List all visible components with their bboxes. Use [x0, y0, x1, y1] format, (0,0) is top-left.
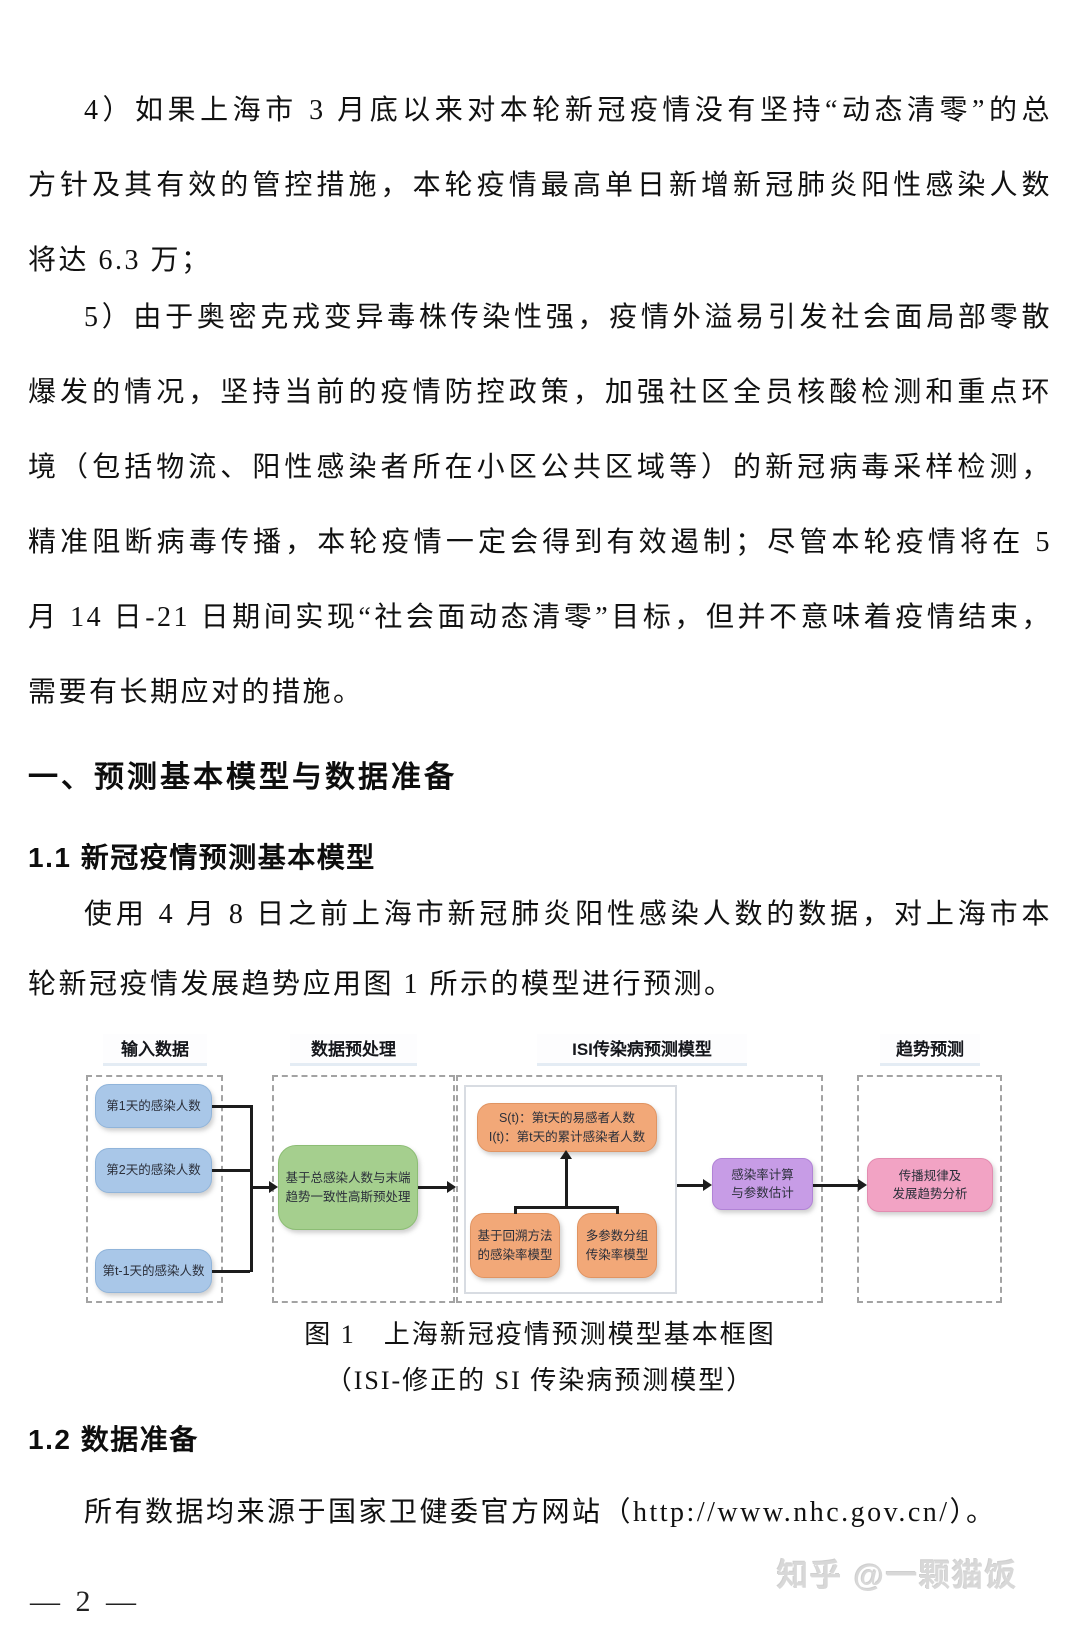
text-line: 所有数据均来源于国家卫健委官方网站（http://www.nhc.gov.cn/…: [84, 1497, 997, 1528]
arrow-right-icon: [703, 1179, 712, 1191]
paragraph-5: 5）由于奥密克戎变异毒株传染性强，疫情外溢易引发社会面局部零散 爆发的情况，坚持…: [28, 280, 1052, 730]
input-day-t1-box: 第t-1天的感染人数: [95, 1249, 212, 1293]
text-line: 精准阻断病毒传播，本轮疫情一定会得到有效遏制；尽管本轮疫情将在 5: [28, 527, 1052, 558]
box-label-line: 传播规律及: [898, 1168, 962, 1183]
text-line: 爆发的情况，坚持当前的疫情防控政策，加强社区全员核酸检测和重点环: [28, 377, 1052, 408]
text-line: 轮新冠疫情发展趋势应用图 1 所示的模型进行预测。: [28, 969, 735, 1000]
backtrack-infection-rate-box: 基于回溯方法 的感染率模型: [470, 1213, 560, 1278]
box-label-line: 趋势一致性高斯预处理: [285, 1189, 411, 1204]
figure-column-header-isi-model: ISI传染病预测模型: [537, 1034, 747, 1066]
si-state-box: S(t)：第t天的易感者人数 I(t)：第t天的累计感染者人数: [477, 1103, 657, 1152]
connector-line: [212, 1105, 250, 1108]
arrow-up-icon: [560, 1150, 572, 1159]
paragraph-4: 4）如果上海市 3 月底以来对本轮新冠疫情没有坚持“动态清零”的总 方针及其有效…: [28, 73, 1052, 298]
section-heading: 一、预测基本模型与数据准备: [28, 761, 457, 794]
page-number: — 2 —: [30, 1585, 140, 1618]
connector-line: [212, 1270, 250, 1273]
multiparam-group-model-box: 多参数分组 传染率模型: [577, 1213, 657, 1278]
box-label-line: 传染率模型: [585, 1247, 649, 1262]
text-line: 4）如果上海市 3 月底以来对本轮新冠疫情没有坚持“动态清零”的总: [84, 95, 1052, 126]
connector-line: [418, 1186, 447, 1189]
figure-caption-line1: 图 1 上海新冠疫情预测模型基本框图: [304, 1320, 776, 1349]
input-day1-box: 第1天的感染人数: [95, 1084, 212, 1128]
paragraph-model-intro: 使用 4 月 8 日之前上海市新冠肺炎阳性感染人数的数据，对上海市本 轮新冠疫情…: [28, 880, 1052, 1020]
flowchart-figure: 输入数据 数据预处理 ISI传染病预测模型 趋势预测 第1天的感染人数 第2天的…: [60, 1020, 1020, 1316]
box-label: 第2天的感染人数: [106, 1163, 201, 1178]
box-label-line: 基于回溯方法: [477, 1229, 553, 1244]
arrow-right-icon: [858, 1179, 867, 1191]
text-line: 需要有长期应对的措施。: [28, 677, 364, 708]
text-line: 月 14 日-21 日期间实现“社会面动态清零”目标，但并不意味着疫情结束，: [28, 602, 1052, 633]
connector-line: [514, 1206, 517, 1214]
trend-analysis-box: 传播规律及 发展趋势分析: [867, 1158, 993, 1212]
text-line: 将达 6.3 万；: [28, 245, 212, 276]
box-label: 第t-1天的感染人数: [102, 1263, 205, 1278]
text-line: 方针及其有效的管控措施，本轮疫情最高单日新增新冠肺炎阳性感染人数: [28, 170, 1052, 201]
text-line: 境（包括物流、阳性感染者所在小区公共区域等）的新冠病毒采样检测，: [28, 452, 1052, 483]
connector-line: [813, 1184, 858, 1187]
box-label-line: 的感染率模型: [477, 1247, 553, 1262]
connector-line: [250, 1186, 269, 1189]
box-label-line: 基于总感染人数与末端: [285, 1171, 411, 1186]
figure-column-header-input: 输入数据: [103, 1034, 207, 1066]
paragraph-data-source: 所有数据均来源于国家卫健委官方网站（http://www.nhc.gov.cn/…: [28, 1478, 1052, 1548]
param-estimation-box: 感染率计算 与参数估计: [712, 1158, 813, 1210]
subsection-heading-1-1: 1.1 新冠疫情预测基本模型: [28, 842, 376, 873]
connector-line: [250, 1105, 253, 1272]
box-label-line: 多参数分组: [585, 1229, 649, 1244]
gauss-preprocess-box: 基于总感染人数与末端 趋势一致性高斯预处理: [278, 1145, 418, 1230]
figure-column-header-trend: 趋势预测: [880, 1034, 980, 1066]
box-label-line: S(t)：第t天的易感者人数: [498, 1111, 636, 1126]
box-label-line: 发展趋势分析: [892, 1187, 968, 1201]
connector-line: [677, 1184, 703, 1187]
arrow-right-icon: [269, 1181, 278, 1193]
text-line: 5）由于奥密克戎变异毒株传染性强，疫情外溢易引发社会面局部零散: [84, 302, 1052, 333]
arrow-right-icon: [447, 1181, 456, 1193]
box-label-line: I(t)：第t天的累计感染者人数: [488, 1129, 646, 1144]
connector-line: [616, 1206, 619, 1214]
text-line: 使用 4 月 8 日之前上海市新冠肺炎阳性感染人数的数据，对上海市本: [84, 899, 1052, 930]
subsection-heading-1-2: 1.2 数据准备: [28, 1424, 199, 1455]
figure-column-header-preprocess: 数据预处理: [290, 1034, 417, 1066]
connector-line: [565, 1158, 568, 1208]
input-day2-box: 第2天的感染人数: [95, 1148, 212, 1193]
box-label: 第1天的感染人数: [106, 1098, 201, 1113]
box-label-line: 与参数估计: [731, 1186, 794, 1200]
box-label-line: 感染率计算: [731, 1167, 794, 1182]
figure-caption-line2: （ISI-修正的 SI 传染病预测模型）: [325, 1366, 755, 1395]
zhihu-watermark: 知乎 @一颗猫饭: [777, 1558, 1018, 1593]
connector-line: [212, 1169, 250, 1172]
